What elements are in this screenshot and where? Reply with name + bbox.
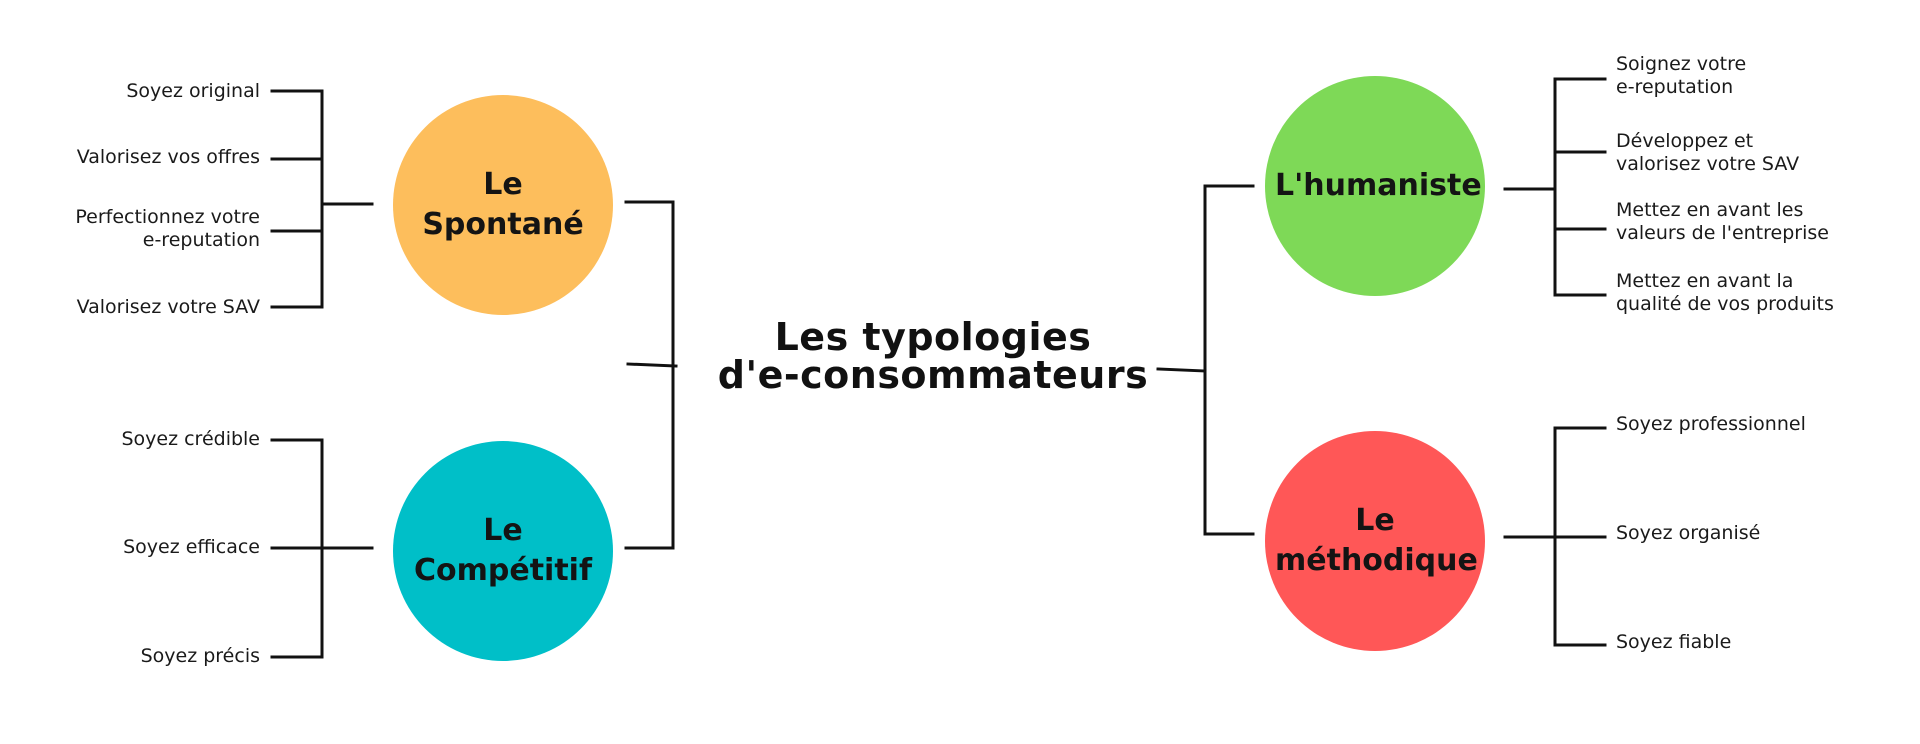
node-spontane-label: Le Spontané	[422, 167, 584, 242]
node-spontane: Le Spontané	[393, 95, 613, 315]
connector-center-left	[626, 362, 678, 368]
tip-methodique-2: Soyez organisé	[1616, 522, 1761, 544]
tip-humaniste-4: Mettez en avant la qualité de vos produi…	[1616, 270, 1834, 315]
tip-spontane-1: Soyez original	[126, 80, 260, 102]
tip-competitif-1: Soyez crédible	[121, 428, 260, 450]
tip-competitif-3: Soyez précis	[140, 645, 260, 667]
tip-spontane-4: Valorisez votre SAV	[76, 296, 260, 318]
tip-competitif-2: Soyez efficace	[123, 536, 260, 558]
tip-methodique-3: Soyez fiable	[1616, 631, 1732, 653]
tip-spontane-2: Valorisez vos offres	[76, 146, 260, 168]
node-competitif-label: Le Compétitif	[413, 513, 592, 588]
connector-center-right	[1156, 367, 1207, 373]
diagram-title-line-2: d'e-consommateurs	[717, 353, 1149, 397]
tip-methodique-1: Soyez professionnel	[1616, 413, 1806, 435]
tip-humaniste-1: Soignez votre e-reputation	[1616, 53, 1747, 98]
diagram-title: Les typologies d'e-consommateurs	[707, 318, 1159, 394]
node-methodique: Le méthodique	[1265, 431, 1485, 651]
tip-humaniste-2: Développez et valorisez votre SAV	[1616, 130, 1800, 175]
diagram-title-line-1: Les typologies	[774, 315, 1092, 359]
tip-humaniste-3: Mettez en avant les valeurs de l'entrepr…	[1616, 199, 1829, 244]
node-humaniste-label: L'humaniste	[1275, 168, 1482, 203]
tip-spontane-3: Perfectionnez votre e-reputation	[75, 206, 260, 251]
node-methodique-label: Le méthodique	[1275, 503, 1478, 578]
node-competitif: Le Compétitif	[393, 441, 613, 661]
node-humaniste: L'humaniste	[1265, 76, 1485, 296]
